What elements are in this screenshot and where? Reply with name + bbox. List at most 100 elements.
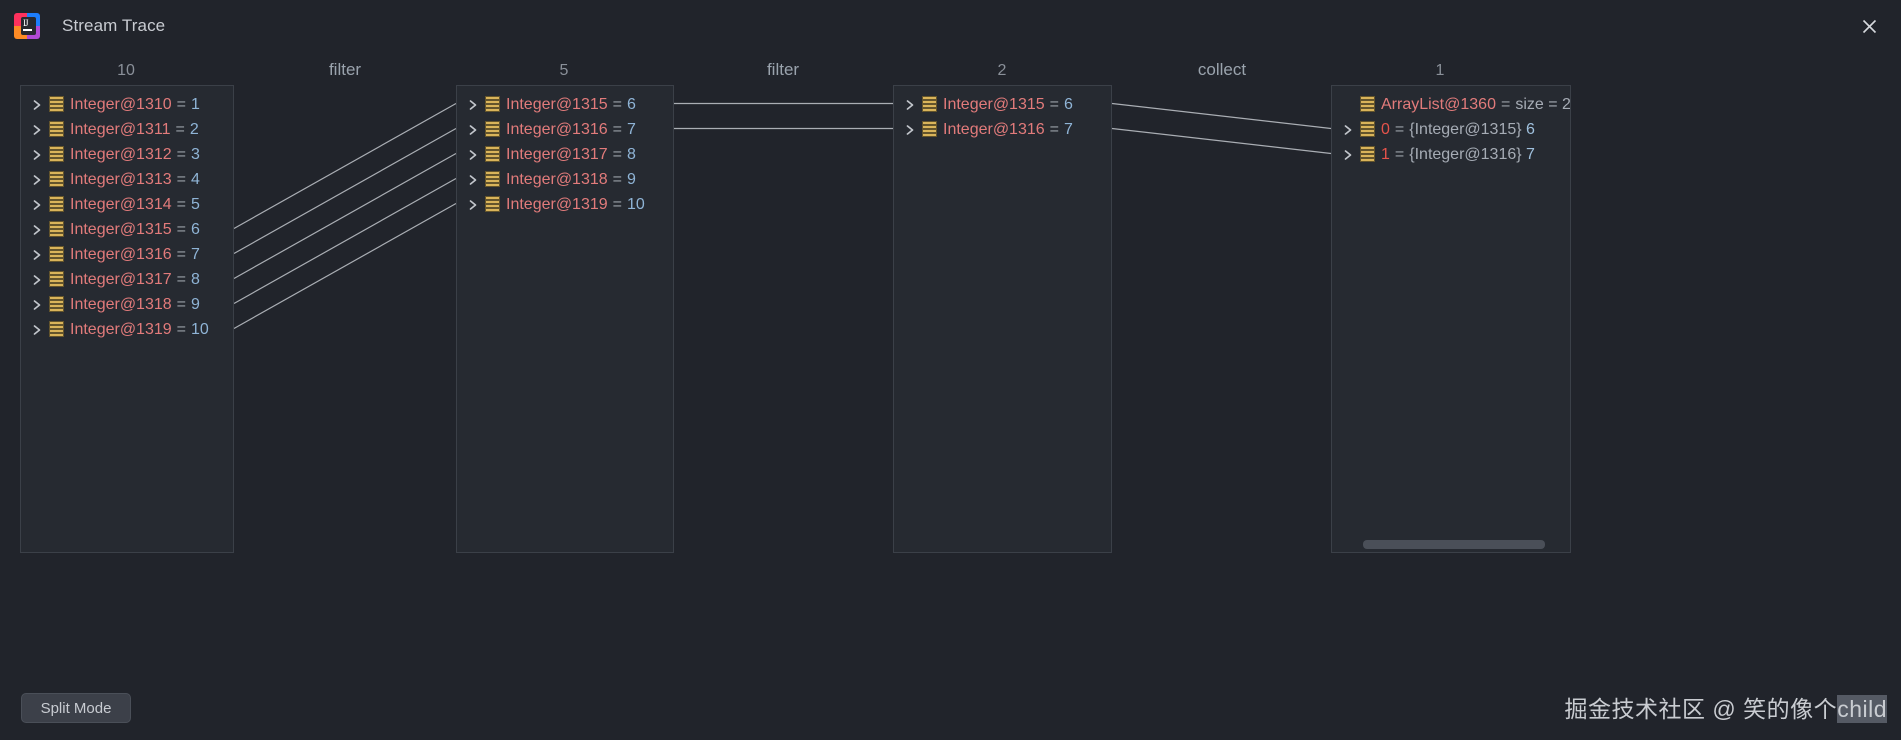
value-text: 6 xyxy=(1064,95,1073,113)
object-value-icon xyxy=(50,172,63,187)
equals-sign: = xyxy=(612,95,622,113)
value-text: 5 xyxy=(191,195,200,213)
equals-sign: = xyxy=(176,245,186,263)
tree-row[interactable]: Integer@1319=10 xyxy=(21,317,233,342)
expand-chevron-icon[interactable] xyxy=(900,124,920,136)
equals-sign: = xyxy=(176,270,186,288)
tree-row[interactable]: Integer@1311=2 xyxy=(21,117,233,142)
connection-line-3 xyxy=(233,177,457,305)
expand-chevron-icon[interactable] xyxy=(27,149,47,161)
object-value-icon xyxy=(50,147,63,162)
tree-row[interactable]: Integer@1314=5 xyxy=(21,192,233,217)
object-value-icon xyxy=(50,247,63,262)
stage-count-after-filter-2: 2 xyxy=(997,62,1007,79)
tree-row[interactable]: Integer@1310=1 xyxy=(21,92,233,117)
value-text: 6 xyxy=(191,220,200,238)
value-text: size = 2 xyxy=(1515,95,1571,113)
object-value-icon xyxy=(1361,122,1374,137)
expand-chevron-icon[interactable] xyxy=(27,174,47,186)
object-name: Integer@1312 xyxy=(70,145,172,163)
horizontal-scrollbar[interactable] xyxy=(1363,540,1545,549)
tree-row[interactable]: Integer@1318=9 xyxy=(457,167,673,192)
tree-row[interactable]: Integer@1315=6 xyxy=(457,92,673,117)
expand-chevron-icon[interactable] xyxy=(1338,124,1358,136)
expand-chevron-icon[interactable] xyxy=(900,99,920,111)
tree-row[interactable]: Integer@1313=4 xyxy=(21,167,233,192)
array-index: 1 xyxy=(1381,145,1390,163)
object-name: Integer@1315 xyxy=(506,95,608,113)
tree-row[interactable]: Integer@1312= 3 xyxy=(21,142,233,167)
equals-sign: = xyxy=(176,320,186,338)
tree-row[interactable]: ArrayList@1360=size = 2 xyxy=(1332,92,1570,117)
expand-chevron-icon[interactable] xyxy=(1338,149,1358,161)
equals-sign: = xyxy=(612,145,622,163)
equals-sign: = xyxy=(175,120,185,138)
object-value-icon xyxy=(923,97,936,112)
expand-chevron-icon[interactable] xyxy=(27,274,47,286)
expand-chevron-icon[interactable] xyxy=(463,124,483,136)
expand-chevron-icon[interactable] xyxy=(463,199,483,211)
object-value-icon xyxy=(486,197,499,212)
expand-chevron-icon[interactable] xyxy=(27,324,47,336)
object-name: Integer@1318 xyxy=(506,170,608,188)
tree-row[interactable]: Integer@1317=8 xyxy=(457,142,673,167)
expand-chevron-icon[interactable] xyxy=(27,124,47,136)
tree-row[interactable]: Integer@1318=9 xyxy=(21,292,233,317)
expand-chevron-icon[interactable] xyxy=(27,224,47,236)
equals-sign: = xyxy=(176,95,186,113)
expand-chevron-icon[interactable] xyxy=(463,174,483,186)
object-value-icon xyxy=(50,272,63,287)
equals-sign: = xyxy=(612,195,622,213)
array-index: 0 xyxy=(1381,120,1390,138)
value-text: 8 xyxy=(627,145,636,163)
split-mode-button[interactable]: Split Mode xyxy=(21,693,131,723)
tree-row[interactable]: Integer@1315=6 xyxy=(21,217,233,242)
equals-sign: = xyxy=(176,145,186,163)
watermark-text: 掘金技术社区 @ 笑的像个 xyxy=(1564,696,1838,722)
value-text: 10 xyxy=(191,320,209,338)
connection-line-8 xyxy=(1111,127,1332,155)
object-name: Integer@1310 xyxy=(70,95,172,113)
stage-count-source: 10 xyxy=(117,62,135,79)
tree-row[interactable]: Integer@1316=7 xyxy=(21,242,233,267)
operation-label-0: filter xyxy=(328,60,362,79)
object-value-icon xyxy=(486,172,499,187)
tree-row[interactable]: Integer@1317=8 xyxy=(21,267,233,292)
object-name: Integer@1315 xyxy=(70,220,172,238)
object-name: ArrayList@1360 xyxy=(1381,95,1496,113)
value-text: 3 xyxy=(191,145,200,163)
expand-chevron-icon[interactable] xyxy=(27,99,47,111)
object-name: Integer@1311 xyxy=(70,120,171,138)
title-bar: IJ Stream Trace xyxy=(0,0,1901,52)
expand-chevron-icon[interactable] xyxy=(27,249,47,261)
object-name: Integer@1317 xyxy=(70,270,172,288)
value-text: 7 xyxy=(1521,145,1535,163)
object-value-icon xyxy=(1361,147,1374,162)
expand-chevron-icon[interactable] xyxy=(27,199,47,211)
expand-chevron-icon[interactable] xyxy=(463,99,483,111)
equals-sign: = xyxy=(1049,95,1059,113)
equals-sign: = xyxy=(1394,145,1405,163)
tree-row[interactable]: Integer@1316=7 xyxy=(894,117,1111,142)
tree-row[interactable]: 0={Integer@1315} 6 xyxy=(1332,117,1570,142)
close-icon[interactable] xyxy=(1855,12,1883,40)
tree-row[interactable]: Integer@1315=6 xyxy=(894,92,1111,117)
object-value-icon xyxy=(50,297,63,312)
object-value-icon xyxy=(50,122,63,137)
expand-chevron-icon[interactable] xyxy=(27,299,47,311)
connection-line-2 xyxy=(233,152,457,280)
value-text: 9 xyxy=(627,170,636,188)
stage-count-after-filter-1: 5 xyxy=(559,62,569,79)
tree-row[interactable]: 1={Integer@1316} 7 xyxy=(1332,142,1570,167)
expand-chevron-icon[interactable] xyxy=(463,149,483,161)
equals-sign: = xyxy=(1049,120,1059,138)
object-value-icon xyxy=(50,222,63,237)
object-name: Integer@1316 xyxy=(506,120,608,138)
tree-row[interactable]: Integer@1319=10 xyxy=(457,192,673,217)
tree-row[interactable]: Integer@1316=7 xyxy=(457,117,673,142)
